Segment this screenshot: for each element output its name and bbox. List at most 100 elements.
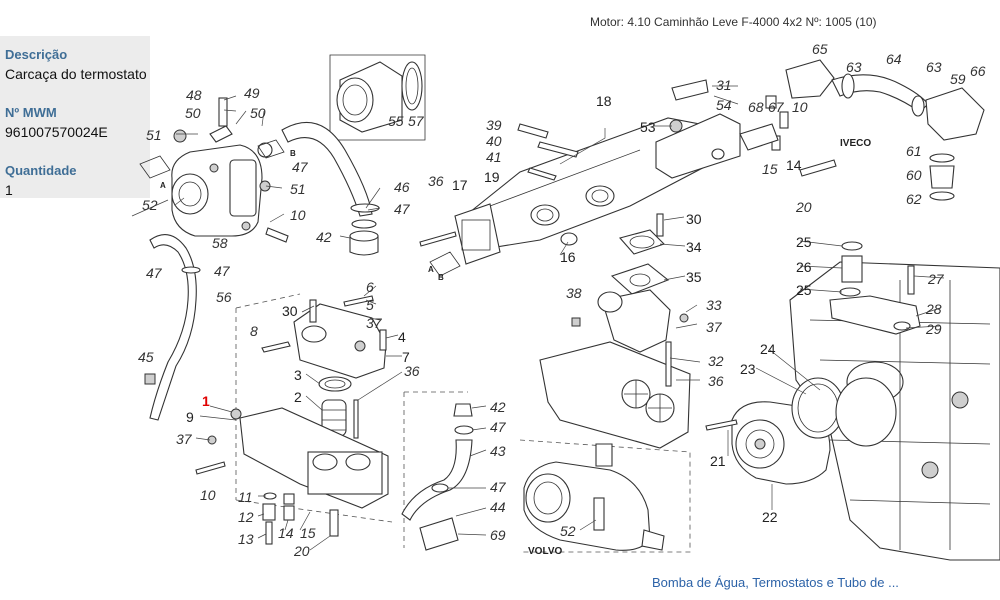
callout[interactable]: 26 bbox=[796, 259, 812, 275]
callout[interactable]: 14 bbox=[786, 157, 802, 173]
callout[interactable]: 38 bbox=[566, 285, 582, 301]
callout[interactable]: 42 bbox=[316, 229, 332, 245]
mwm-value: 961007570024E bbox=[5, 124, 108, 140]
callout[interactable]: 66 bbox=[970, 63, 986, 79]
callout[interactable]: 50 bbox=[250, 105, 266, 121]
callout[interactable]: 36 bbox=[404, 363, 420, 379]
callout[interactable]: 15 bbox=[762, 161, 778, 177]
callout[interactable]: 47 bbox=[214, 263, 231, 279]
callout[interactable]: 51 bbox=[146, 127, 162, 143]
callout[interactable]: 12 bbox=[238, 509, 254, 525]
callout[interactable]: 20 bbox=[293, 543, 310, 559]
callout[interactable]: 51 bbox=[290, 181, 306, 197]
callout[interactable]: 62 bbox=[906, 191, 922, 207]
brand-labels: IVECO VOLVO bbox=[528, 138, 871, 557]
callout[interactable]: 27 bbox=[927, 271, 945, 287]
callout[interactable]: 32 bbox=[708, 353, 724, 369]
callout[interactable]: 47 bbox=[292, 159, 309, 175]
mwm-label: Nº MWM bbox=[5, 105, 57, 120]
thermostat-2 bbox=[318, 376, 359, 439]
callout[interactable]: 29 bbox=[925, 321, 942, 337]
callout[interactable]: 60 bbox=[906, 167, 922, 183]
callout[interactable]: 36 bbox=[428, 173, 444, 189]
callout[interactable]: 58 bbox=[212, 235, 228, 251]
callout[interactable]: 40 bbox=[486, 133, 502, 149]
callout[interactable]: 14 bbox=[278, 525, 294, 541]
callout[interactable]: 47 bbox=[490, 479, 507, 495]
callout[interactable]: 30 bbox=[282, 303, 298, 319]
callout[interactable]: 67 bbox=[768, 99, 785, 115]
callout[interactable]: 6 bbox=[366, 279, 374, 295]
callout[interactable]: 54 bbox=[716, 97, 732, 113]
callout[interactable]: 68 bbox=[748, 99, 764, 115]
callout[interactable]: 49 bbox=[244, 85, 260, 101]
callout[interactable]: 65 bbox=[812, 41, 828, 57]
callout[interactable]: 45 bbox=[138, 349, 154, 365]
callout[interactable]: 37 bbox=[176, 431, 193, 447]
callout[interactable]: 47 bbox=[490, 419, 507, 435]
callout[interactable]: 15 bbox=[300, 525, 316, 541]
callout[interactable]: 17 bbox=[452, 177, 468, 193]
callout[interactable]: 37 bbox=[366, 315, 383, 331]
callout[interactable]: 28 bbox=[925, 301, 942, 317]
callout[interactable]: 63 bbox=[926, 59, 942, 75]
callout[interactable]: 25 bbox=[796, 282, 812, 298]
callout[interactable]: 11 bbox=[238, 489, 253, 505]
callout[interactable]: 34 bbox=[686, 239, 702, 255]
callouts: 48 49 50 50 51 52 55 57 47 51 10 46 47 4… bbox=[138, 41, 986, 559]
callout[interactable]: 42 bbox=[490, 399, 506, 415]
callout[interactable]: 10 bbox=[290, 207, 306, 223]
callout[interactable]: 61 bbox=[906, 143, 922, 159]
callout[interactable]: 13 bbox=[238, 531, 254, 547]
callout[interactable]: 59 bbox=[950, 71, 966, 87]
callout[interactable]: 47 bbox=[394, 201, 411, 217]
callout[interactable]: 50 bbox=[185, 105, 201, 121]
callout[interactable]: 21 bbox=[710, 453, 726, 469]
callout[interactable]: 39 bbox=[486, 117, 502, 133]
callout[interactable]: 23 bbox=[740, 361, 756, 377]
callout[interactable]: 25 bbox=[796, 234, 812, 250]
callout[interactable]: 37 bbox=[706, 319, 723, 335]
iveco-assembly bbox=[739, 59, 985, 201]
callout[interactable]: 22 bbox=[762, 509, 778, 525]
callout-highlighted[interactable]: 1 bbox=[202, 393, 210, 409]
callout[interactable]: 19 bbox=[484, 169, 500, 185]
callout[interactable]: 18 bbox=[596, 93, 612, 109]
callout[interactable]: 30 bbox=[686, 211, 702, 227]
related-page-link[interactable]: Bomba de Água, Termostatos e Tubo de ... bbox=[652, 575, 899, 590]
thermostat-housing-middle bbox=[571, 289, 689, 353]
callout[interactable]: 52 bbox=[142, 197, 158, 213]
callout[interactable]: 3 bbox=[294, 367, 302, 383]
leader-lines bbox=[131, 85, 945, 551]
callout[interactable]: 16 bbox=[560, 249, 576, 265]
callout[interactable]: 8 bbox=[250, 323, 258, 339]
callout[interactable]: 57 bbox=[408, 113, 425, 129]
callout[interactable]: 33 bbox=[706, 297, 722, 313]
callout[interactable]: 10 bbox=[200, 487, 216, 503]
callout[interactable]: 4 bbox=[398, 329, 406, 345]
callout[interactable]: 55 bbox=[388, 113, 404, 129]
callout[interactable]: 2 bbox=[294, 389, 302, 405]
callout[interactable]: 5 bbox=[366, 297, 374, 313]
callout[interactable]: 56 bbox=[216, 289, 232, 305]
callout[interactable]: 20 bbox=[795, 199, 812, 215]
callout[interactable]: 31 bbox=[716, 77, 732, 93]
callout[interactable]: 36 bbox=[708, 373, 724, 389]
callout[interactable]: 43 bbox=[490, 443, 506, 459]
callout[interactable]: 69 bbox=[490, 527, 506, 543]
callout[interactable]: 9 bbox=[186, 409, 194, 425]
callout[interactable]: 53 bbox=[640, 119, 656, 135]
callout[interactable]: 10 bbox=[792, 99, 808, 115]
callout[interactable]: 48 bbox=[186, 87, 202, 103]
callout[interactable]: 35 bbox=[686, 269, 702, 285]
callout[interactable]: 64 bbox=[886, 51, 902, 67]
callout[interactable]: 46 bbox=[394, 179, 410, 195]
dashed-outline-left bbox=[235, 293, 393, 523]
callout[interactable]: 44 bbox=[490, 499, 506, 515]
callout[interactable]: 24 bbox=[760, 341, 776, 357]
callout[interactable]: 63 bbox=[846, 59, 862, 75]
callout[interactable]: 52 bbox=[560, 523, 576, 539]
callout[interactable]: 47 bbox=[146, 265, 163, 281]
callout[interactable]: 41 bbox=[486, 149, 502, 165]
callout[interactable]: 7 bbox=[402, 349, 410, 365]
